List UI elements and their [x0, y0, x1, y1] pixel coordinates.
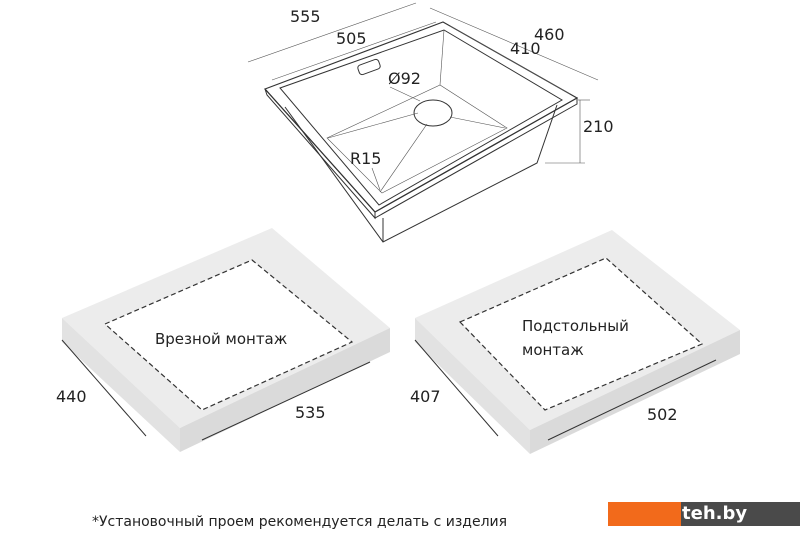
dim-460: 460: [534, 25, 565, 44]
flush-mount-title: Врезной монтаж: [155, 330, 287, 348]
dim-502: 502: [647, 405, 678, 424]
undermount-slab: 407 502 Подстольный монтаж: [410, 230, 740, 454]
logo-text: teh.by: [682, 503, 748, 524]
dim-440: 440: [56, 387, 87, 406]
dim-410: 410: [510, 39, 541, 58]
dim-535: 535: [295, 403, 326, 422]
dim-210: 210: [583, 117, 614, 136]
flush-mount-slab: 440 535 Врезной монтаж: [56, 228, 390, 452]
dim-555: 555: [290, 7, 321, 26]
footnote: *Установочный проем рекомендуется делать…: [92, 514, 508, 530]
undermount-title-1: Подстольный: [522, 317, 629, 335]
undermount-title-2: монтаж: [522, 341, 584, 359]
site-logo: teh.by: [608, 502, 800, 526]
dim-505: 505: [336, 29, 367, 48]
dim-407: 407: [410, 387, 441, 406]
dim-drain: Ø92: [388, 69, 421, 88]
dim-radius: R15: [350, 149, 381, 168]
sink-3d: 555 505 460 410 210 Ø92 R15: [247, 2, 614, 243]
